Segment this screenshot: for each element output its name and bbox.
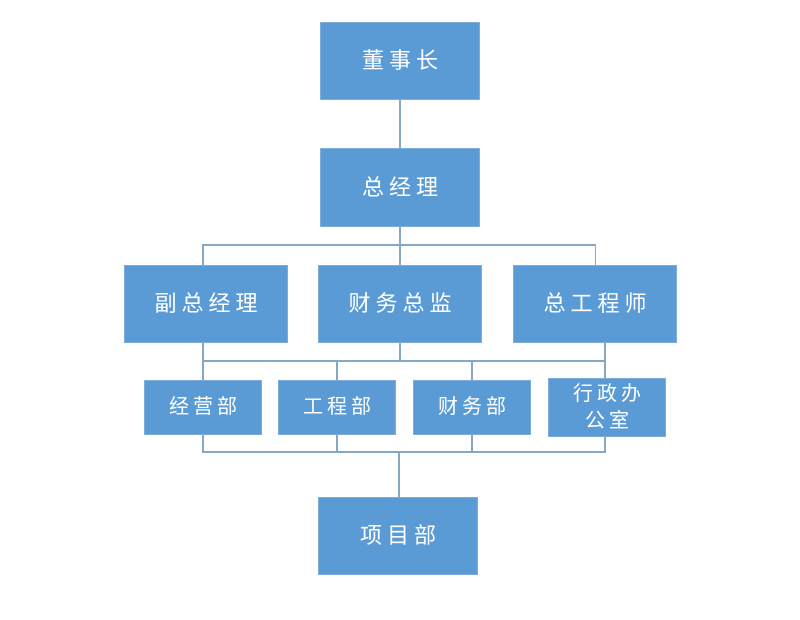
connector-line (336, 360, 338, 380)
connector-line (604, 360, 606, 378)
connector-line (471, 435, 473, 452)
connector-line (399, 227, 401, 245)
org-node-label: 总工程师 (543, 291, 652, 317)
org-node-deputy-general-manager[interactable]: 副总经理 (124, 265, 288, 343)
org-node-label: 董事长 (361, 48, 443, 74)
org-node-chief-engineer[interactable]: 总工程师 (513, 265, 677, 343)
org-node-label: 总经理 (361, 174, 443, 200)
connector-line (399, 343, 401, 361)
connector-line (594, 244, 596, 265)
org-node-label: 财务总监 (348, 291, 457, 317)
connector-line (336, 435, 338, 452)
org-node-engineering-dept[interactable]: 工程部 (278, 380, 396, 435)
connector-line (604, 343, 606, 361)
connector-line (202, 360, 204, 380)
org-node-label: 副总经理 (154, 291, 263, 317)
org-node-chairman[interactable]: 董事长 (320, 22, 480, 100)
org-node-finance-director[interactable]: 财务总监 (318, 265, 482, 343)
connector-line (202, 360, 605, 362)
org-node-label: 经营部 (169, 396, 241, 419)
org-node-label: 项目部 (359, 523, 441, 549)
org-node-label: 工程部 (303, 396, 375, 419)
org-node-general-manager[interactable]: 总经理 (320, 148, 480, 227)
connector-line (202, 435, 204, 452)
org-node-label: 行政办 公室 (573, 383, 645, 432)
org-node-finance-dept[interactable]: 财务部 (413, 380, 531, 435)
connector-line (471, 360, 473, 380)
org-node-business-dept[interactable]: 经营部 (144, 380, 262, 435)
org-node-admin-office[interactable]: 行政办 公室 (548, 378, 666, 437)
connector-line (604, 435, 606, 452)
org-node-project-dept[interactable]: 项目部 (318, 497, 478, 575)
connector-line (202, 343, 204, 361)
org-node-label: 财务部 (438, 396, 510, 419)
connector-line (399, 244, 401, 265)
connector-line (202, 451, 606, 453)
connector-line (202, 244, 204, 265)
connector-line (399, 100, 401, 148)
connector-line (398, 451, 400, 497)
